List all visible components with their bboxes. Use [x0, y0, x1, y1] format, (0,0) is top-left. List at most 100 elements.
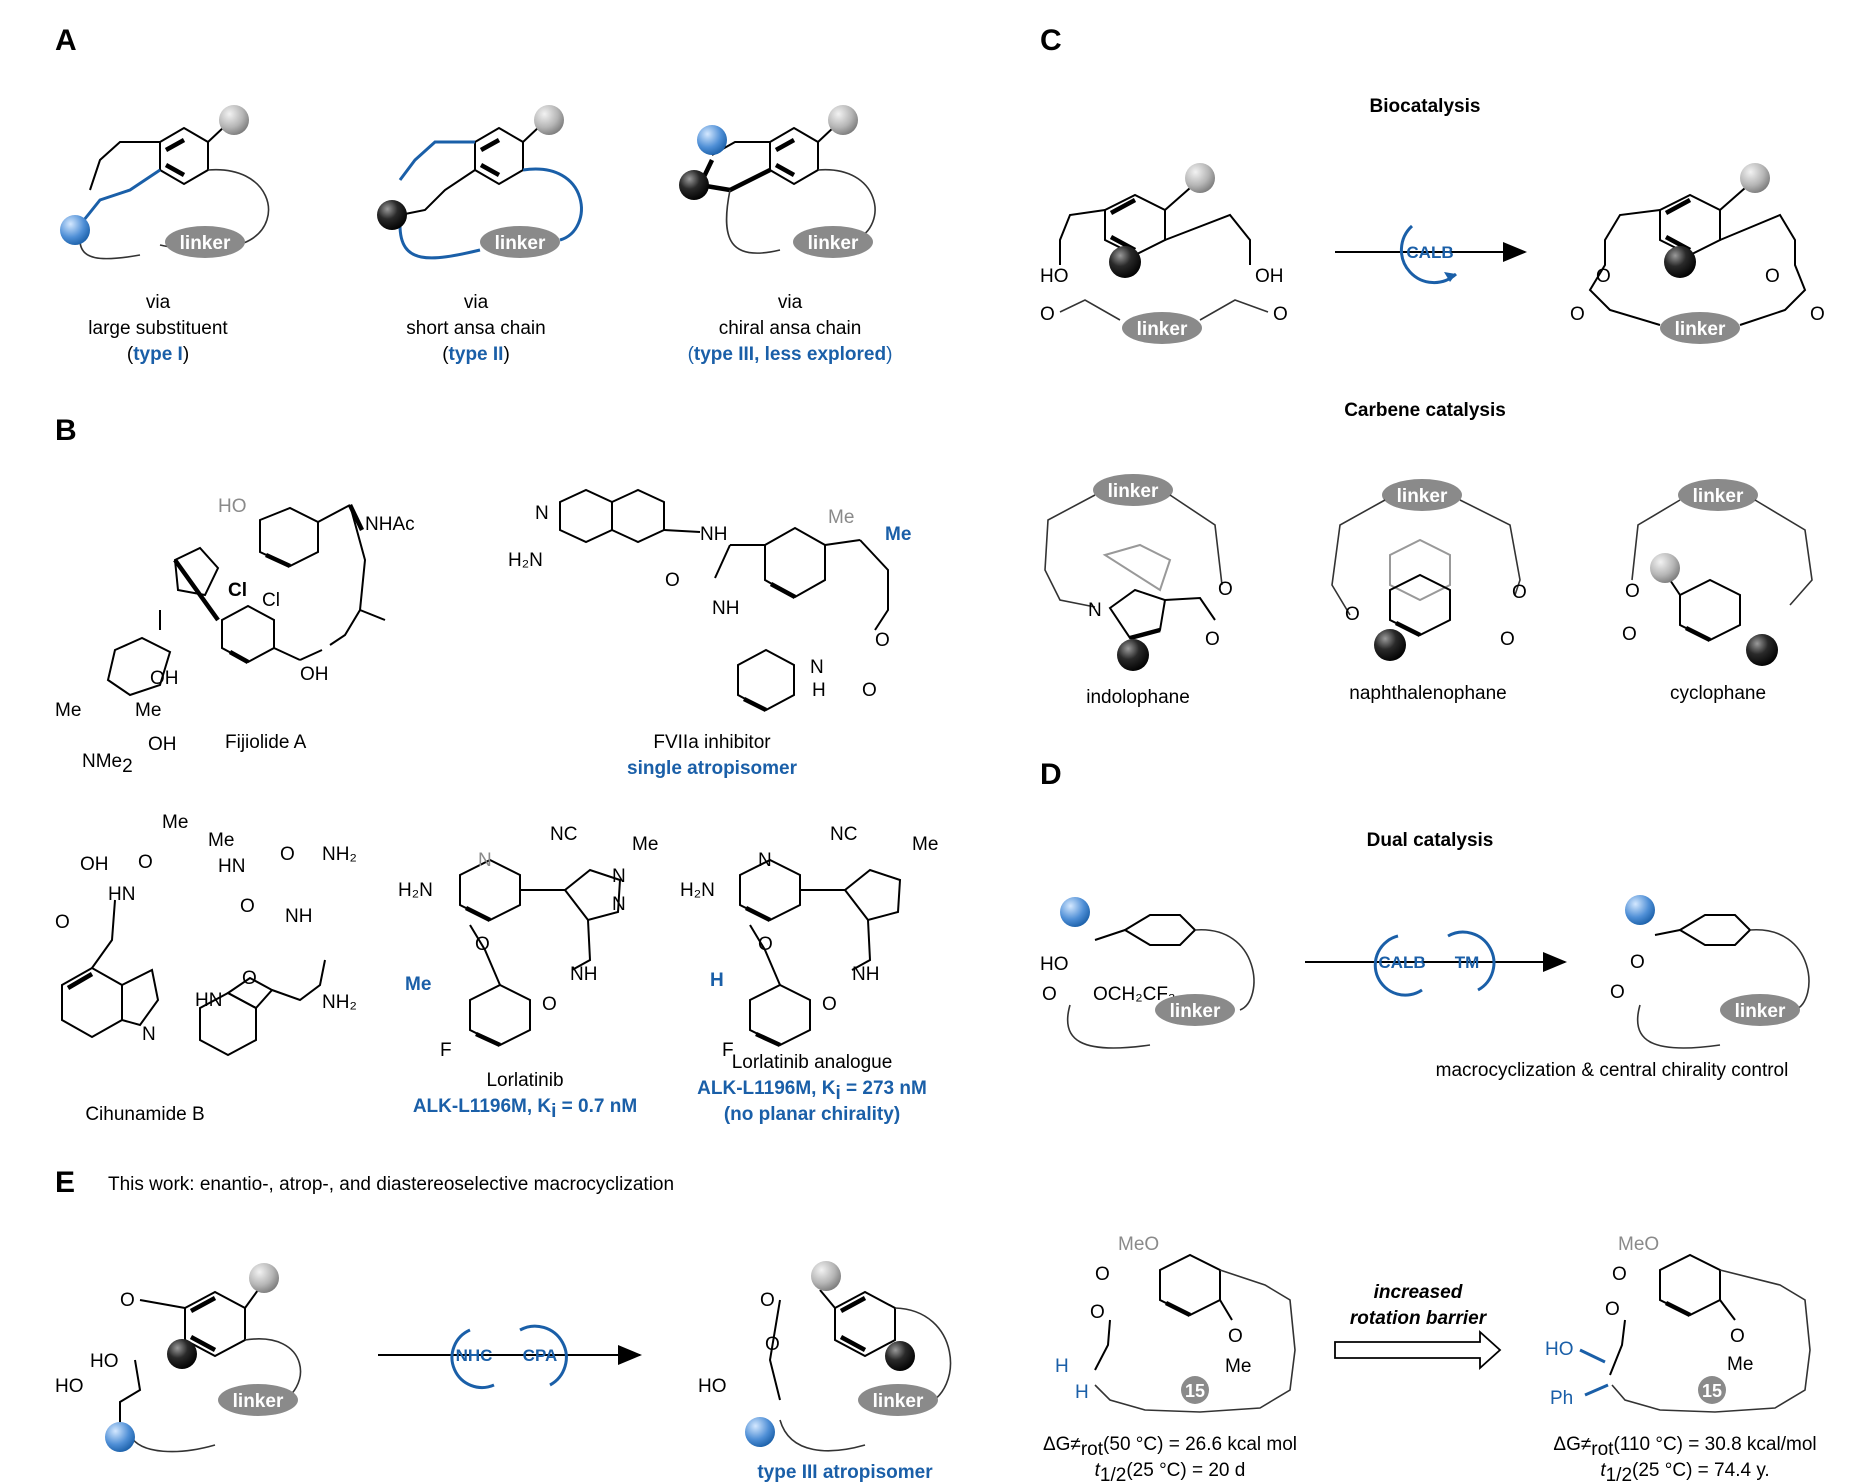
svg-text:OH: OH	[1255, 266, 1284, 287]
lorlatinib-structure: NC Me H₂N N N N O Me NH O F Lorlatinib A…	[398, 824, 658, 1122]
svg-text:linker: linker	[1735, 1001, 1786, 1022]
type-1-line1: via	[146, 292, 171, 313]
fviia-note: single atropisomer	[627, 758, 798, 779]
blue-substituent-ball	[697, 125, 727, 155]
svg-text:O: O	[875, 630, 890, 651]
svg-text:Me: Me	[885, 524, 911, 545]
linker-label: linker	[1137, 319, 1188, 340]
svg-text:F: F	[440, 1040, 452, 1061]
svg-text:HN: HN	[108, 884, 135, 905]
svg-text:N: N	[758, 850, 772, 871]
panel-c: C Biocatalysis HO OH O O linker CALB	[1040, 24, 1825, 708]
biocatalysis-substrate: HO OH O O linker	[1040, 163, 1288, 344]
linker-label: linker	[180, 233, 231, 254]
svg-text:OH: OH	[80, 854, 109, 875]
fviia-inhibitor-structure: N H₂N NH Me Me O NH O N H O FVIIa inhibi…	[508, 488, 911, 779]
svg-text:H: H	[812, 680, 826, 701]
svg-text:MeO: MeO	[1118, 1234, 1159, 1255]
svg-text:OCH₂CF₃: OCH₂CF₃	[1093, 984, 1176, 1005]
black-substituent-ball	[1109, 246, 1141, 278]
svg-text:NH: NH	[700, 524, 727, 545]
cyclophane-label: cyclophane	[1670, 683, 1766, 704]
svg-text:NH: NH	[852, 964, 879, 985]
blue-substituent-ball	[60, 215, 90, 245]
linker-label: linker	[495, 233, 546, 254]
increased-barrier-arrow: increased rotation barrier	[1334, 1282, 1502, 1371]
svg-text:NH₂: NH₂	[322, 844, 357, 865]
svg-text:linker: linker	[1397, 486, 1448, 507]
cpa-label: CPA	[523, 1346, 558, 1365]
type-3-line2: chiral ansa chain	[719, 318, 862, 339]
svg-text:HO: HO	[1545, 1339, 1574, 1360]
black-substituent-ball	[377, 200, 407, 230]
svg-text:H: H	[1075, 1382, 1089, 1403]
svg-text:Cl: Cl	[262, 590, 280, 611]
svg-text:O: O	[55, 912, 70, 933]
svg-text:O: O	[1218, 579, 1233, 600]
svg-text:O: O	[280, 844, 295, 865]
svg-text:O: O	[1810, 304, 1825, 325]
cihunamide-b-label: Cihunamide B	[85, 1104, 204, 1125]
svg-text:O: O	[1345, 604, 1360, 625]
linker-ellipse	[793, 226, 873, 258]
type-3-tag: (type III, less explored)	[688, 344, 893, 365]
svg-text:Me: Me	[1225, 1356, 1251, 1377]
gray-substituent-ball	[219, 105, 249, 135]
panel-label-a: A	[55, 24, 77, 57]
svg-text:NC: NC	[830, 824, 857, 845]
svg-text:MeO: MeO	[1618, 1234, 1659, 1255]
high-barrier-halflife: t1/2(25 °C) = 74.4 y.	[1600, 1460, 1769, 1484]
svg-text:O: O	[240, 896, 255, 917]
svg-text:Me: Me	[208, 830, 234, 851]
svg-text:HO: HO	[1040, 954, 1069, 975]
svg-text:O: O	[665, 570, 680, 591]
svg-text:OH: OH	[150, 668, 179, 689]
svg-text:O: O	[542, 994, 557, 1015]
analogue-activity: ALK-L1196M, Ki = 273 nM	[697, 1078, 927, 1104]
panel-e-title: This work: enantio-, atrop-, and diaster…	[108, 1174, 674, 1195]
type-3-scheme: linker via chiral ansa chain (type III, …	[679, 105, 892, 365]
svg-text:O: O	[1042, 984, 1057, 1005]
biocatalysis-product: O O O O linker	[1570, 163, 1825, 344]
linker-ellipse	[1660, 312, 1740, 344]
svg-text:NH₂: NH₂	[322, 992, 357, 1013]
svg-text:NH: NH	[570, 964, 597, 985]
dual-catalysis-heading: Dual catalysis	[1367, 830, 1494, 851]
svg-text:H₂N: H₂N	[398, 880, 433, 901]
gray-substituent-ball	[1740, 163, 1770, 193]
panel-label-d: D	[1040, 758, 1062, 791]
benzene-ring	[474, 126, 524, 186]
gray-substituent-ball	[534, 105, 564, 135]
dual-caption: macrocyclization & central chirality con…	[1436, 1060, 1789, 1081]
svg-text:HN: HN	[218, 856, 245, 877]
svg-text:Me: Me	[135, 700, 161, 721]
dual-product: O O linker	[1610, 895, 1810, 1049]
svg-text:rotation barrier: rotation barrier	[1350, 1308, 1488, 1329]
svg-text:H: H	[710, 970, 724, 991]
svg-text:O: O	[1610, 982, 1625, 1003]
dual-substrate: HO OCH₂CF₃ O linker	[1040, 897, 1255, 1049]
svg-text:O: O	[822, 994, 837, 1015]
svg-text:Cl: Cl	[228, 580, 247, 601]
svg-text:N: N	[478, 850, 492, 871]
naphthalenophane-label: naphthalenophane	[1349, 683, 1506, 704]
svg-text:N: N	[810, 657, 824, 678]
svg-text:NH: NH	[285, 906, 312, 927]
svg-text:Me: Me	[162, 812, 188, 833]
svg-text:N: N	[612, 894, 626, 915]
benzene-ring	[159, 126, 209, 186]
svg-text:linker: linker	[873, 1391, 924, 1412]
svg-text:increased: increased	[1374, 1282, 1463, 1303]
dual-tm-label: TM	[1455, 953, 1480, 972]
calb-label: CALB	[1406, 243, 1453, 262]
svg-text:O: O	[1605, 1299, 1620, 1320]
lorlatinib-activity: ALK-L1196M, Ki = 0.7 nM	[413, 1096, 637, 1122]
this-work-product: O O HO linker	[698, 1261, 952, 1452]
type-1-tag: (type I)	[127, 344, 189, 365]
benzene-ring	[769, 126, 819, 186]
linker-ellipse	[1122, 312, 1202, 344]
svg-text:H₂N: H₂N	[680, 880, 715, 901]
svg-text:O: O	[1612, 1264, 1627, 1285]
panel-label-c: C	[1040, 24, 1062, 57]
fviia-label: FVIIa inhibitor	[653, 732, 771, 753]
